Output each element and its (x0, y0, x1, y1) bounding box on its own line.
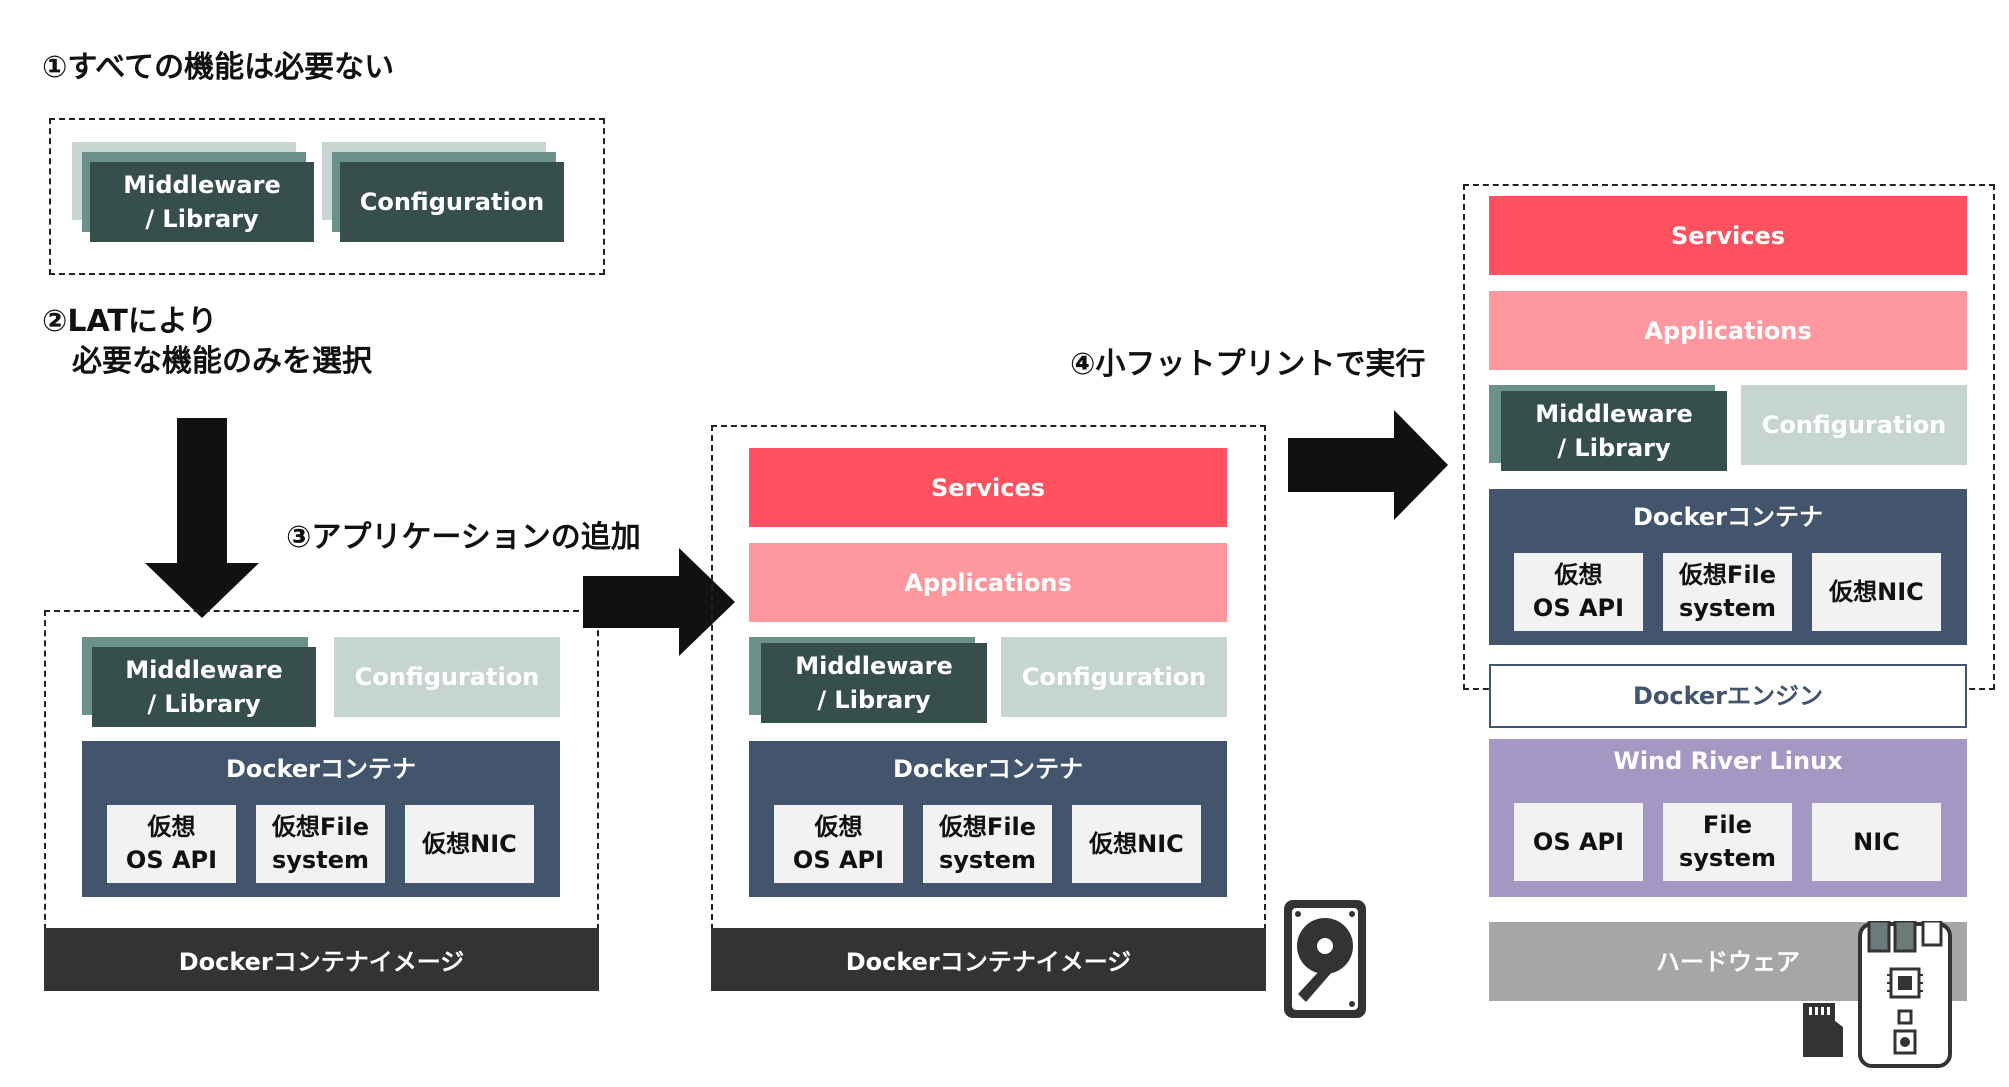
all-features-group (49, 118, 605, 275)
docker-image-bar: Dockerコンテナイメージ (44, 928, 599, 991)
wind-river-linux-block: Wind River Linux OS API File system NIC (1489, 739, 1967, 897)
configuration-block: Configuration (334, 637, 560, 717)
virtual-os-api: 仮想 OS API (774, 805, 903, 883)
step-3-label: ③アプリケーションの追加 (286, 520, 641, 555)
board-device-icon (1858, 921, 1952, 1068)
applications-block: Applications (749, 543, 1227, 622)
middleware-library-block: Middleware / Library (90, 162, 314, 242)
wind-river-linux-title: Wind River Linux (1613, 747, 1843, 775)
configuration-block: Configuration (340, 162, 564, 242)
configuration-block: Configuration (1741, 385, 1967, 465)
right-arrow-2 (1288, 410, 1448, 520)
os-api: OS API (1514, 803, 1643, 881)
virtual-nic: 仮想NIC (405, 805, 534, 883)
docker-container-title: Dockerコンテナ (892, 755, 1084, 783)
middleware-library-block: Middleware / Library (1501, 391, 1727, 471)
down-arrow (145, 418, 259, 618)
virtual-file-system: 仮想File system (256, 805, 385, 883)
nic: NIC (1812, 803, 1941, 881)
virtual-file-system: 仮想File system (1663, 553, 1792, 631)
docker-container-title: Dockerコンテナ (225, 755, 417, 783)
middleware-library-block: Middleware / Library (761, 643, 987, 723)
docker-container: Dockerコンテナ 仮想 OS API 仮想File system 仮想NIC (1489, 489, 1967, 645)
virtual-nic: 仮想NIC (1812, 553, 1941, 631)
file-system: File system (1663, 803, 1792, 881)
step-4-label: ④小フットプリントで実行 (1070, 347, 1426, 382)
middleware-library-block: Middleware / Library (92, 647, 316, 727)
docker-container: Dockerコンテナ 仮想 OS API 仮想File system 仮想NIC (749, 741, 1227, 897)
services-block: Services (749, 448, 1227, 527)
docker-image-bar: Dockerコンテナイメージ (711, 928, 1266, 991)
virtual-nic: 仮想NIC (1072, 805, 1201, 883)
virtual-os-api: 仮想 OS API (107, 805, 236, 883)
services-block: Services (1489, 196, 1967, 275)
virtual-os-api: 仮想 OS API (1514, 553, 1643, 631)
docker-container: Dockerコンテナ 仮想 OS API 仮想File system 仮想NIC (82, 741, 560, 897)
docker-engine-block: Dockerエンジン (1489, 664, 1967, 728)
configuration-block: Configuration (1001, 637, 1227, 717)
hard-disk-icon (1284, 900, 1366, 1018)
right-arrow-1 (583, 548, 735, 656)
sd-card-icon (1803, 1003, 1843, 1057)
applications-block: Applications (1489, 291, 1967, 370)
step-1-label: ①すべての機能は必要ない (42, 50, 395, 85)
docker-container-title: Dockerコンテナ (1632, 503, 1824, 531)
step-2-label: ②LATにより 必要な機能のみを選択 (42, 304, 372, 379)
virtual-file-system: 仮想File system (923, 805, 1052, 883)
